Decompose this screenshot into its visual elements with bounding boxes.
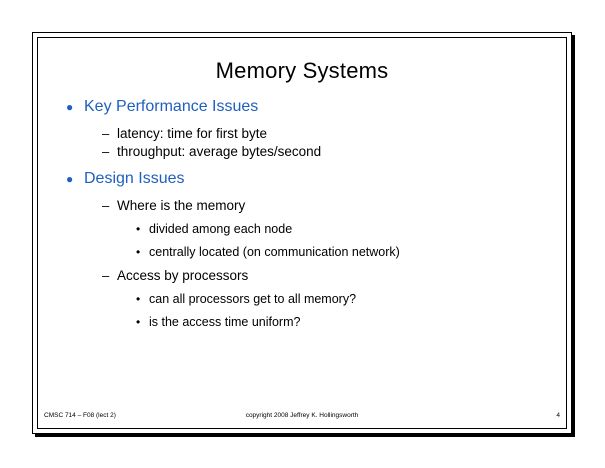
list-item: • can all processors get to all memory?	[66, 292, 546, 306]
list-item: – latency: time for first byte	[66, 126, 546, 141]
slide-body: ● Key Performance Issues – latency: time…	[66, 98, 546, 332]
list-item: ● Key Performance Issues	[66, 98, 546, 116]
bullet-dot-icon: •	[136, 245, 141, 259]
slide-content: Memory Systems ● Key Performance Issues …	[37, 37, 567, 429]
list-item: – Where is the memory	[66, 198, 546, 213]
bullet-dot-icon: •	[136, 292, 141, 306]
bullet-dot-icon: •	[136, 315, 141, 329]
list-item-label: latency: time for first byte	[117, 126, 268, 141]
page-title: Memory Systems	[215, 58, 389, 83]
list-item-label: throughput: average bytes/second	[117, 144, 322, 159]
bullet-dash-icon: –	[102, 268, 110, 283]
bullet-disc-icon: ●	[66, 100, 74, 114]
footer-course-label: CMSC 714 – F08 (lect 2)	[44, 412, 116, 419]
footer-page-number: 4	[556, 412, 560, 419]
list-item: • is the access time uniform?	[66, 315, 546, 329]
list-item-label: divided among each node	[149, 222, 293, 236]
bullet-dash-icon: –	[102, 198, 110, 213]
list-item-label: Design Issues	[84, 170, 185, 187]
list-item: ● Design Issues	[66, 170, 546, 188]
list-item: – Access by processors	[66, 268, 546, 283]
bullet-dash-icon: –	[102, 126, 110, 141]
bullet-dash-icon: –	[102, 144, 110, 159]
bullet-disc-icon: ●	[66, 172, 74, 186]
list-item-label: Key Performance Issues	[84, 98, 259, 115]
list-item-label: centrally located (on communication netw…	[149, 245, 400, 259]
spacer	[66, 162, 546, 170]
list-item: • centrally located (on communication ne…	[66, 245, 546, 259]
list-item-label: is the access time uniform?	[149, 315, 301, 329]
list-item: – throughput: average bytes/second	[66, 144, 546, 159]
bullet-dot-icon: •	[136, 222, 141, 236]
list-item-label: Where is the memory	[117, 198, 246, 213]
slide-footer: CMSC 714 – F08 (lect 2) copyright 2008 J…	[44, 412, 560, 424]
list-item: • divided among each node	[66, 222, 546, 236]
list-item-label: Access by processors	[117, 268, 249, 283]
slide-frame: Memory Systems ● Key Performance Issues …	[32, 32, 572, 434]
list-item-label: can all processors get to all memory?	[149, 292, 357, 306]
footer-copyright-label: copyright 2008 Jeffrey K. Hollingsworth	[245, 412, 359, 419]
